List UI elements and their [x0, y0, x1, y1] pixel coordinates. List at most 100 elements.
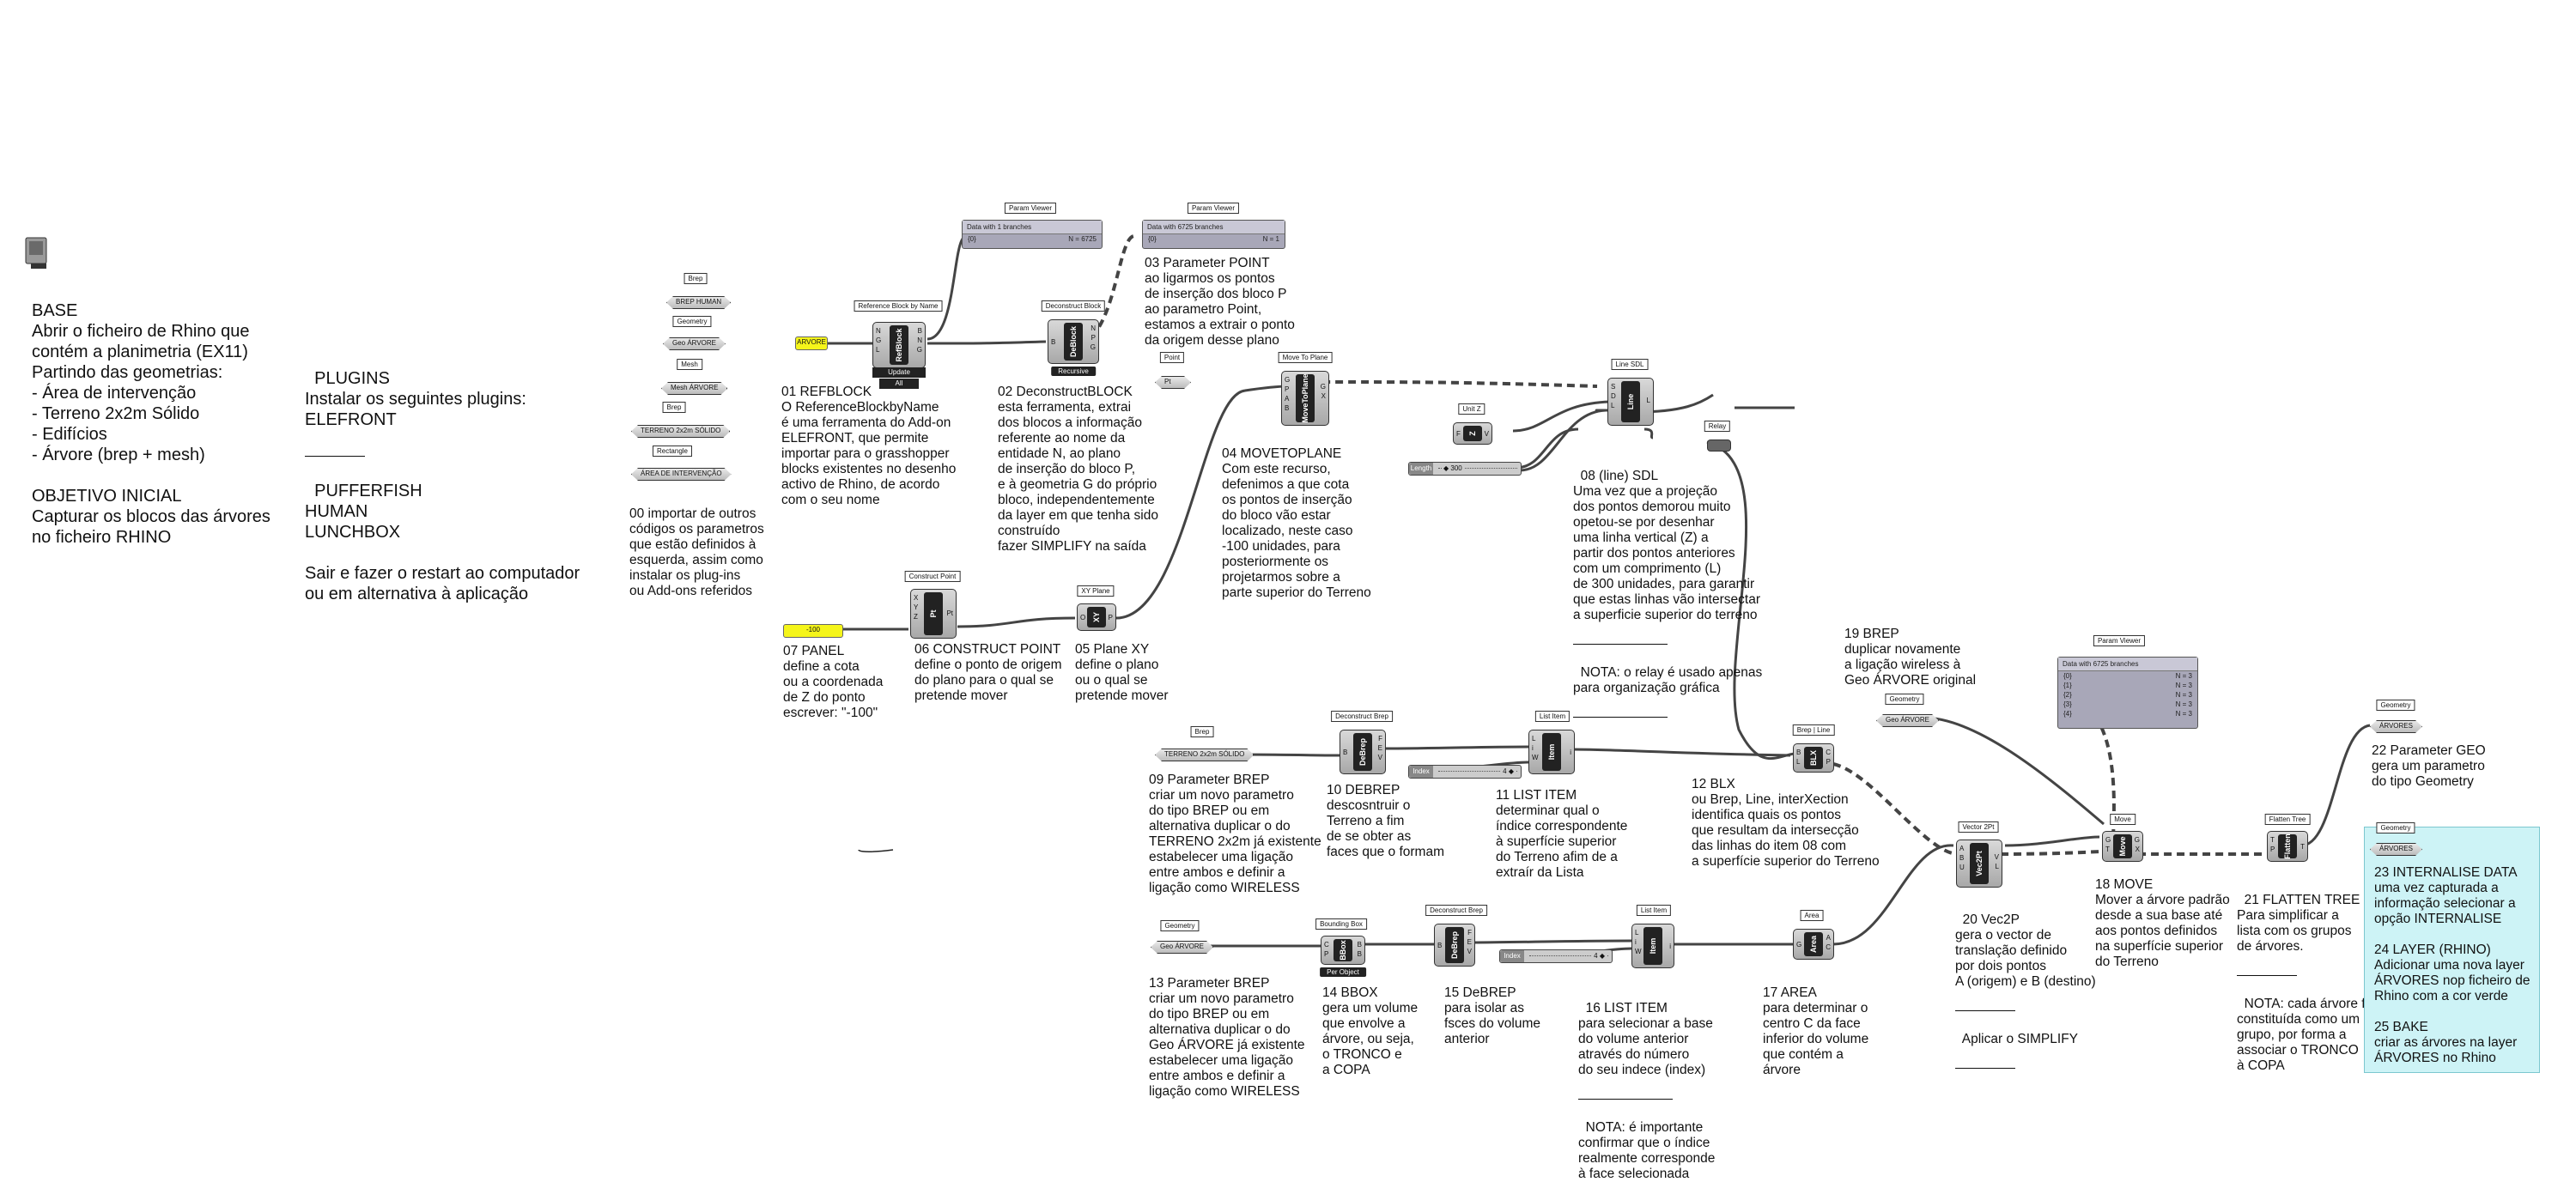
note-plugins-b: PUFFERFISH HUMAN LUNCHBOX Sair e fazer o… [305, 482, 580, 603]
geo-arvore-param-2[interactable]: Geo ÁRVORE [1876, 714, 1939, 727]
mtp-inputs: G P A B [1285, 376, 1291, 412]
relay-node[interactable] [1707, 439, 1731, 452]
refblock-update-button[interactable]: Update [872, 367, 926, 378]
bbox-inputs: C P [1324, 941, 1329, 958]
note-plugins: PLUGINS Instalar os seguintes plugins: E… [305, 348, 580, 604]
note-11: 11 LIST ITEM determinar qual o índice co… [1496, 788, 1628, 880]
deblock-outputs: N P G [1090, 324, 1096, 351]
line-core: Line [1621, 381, 1640, 422]
bounding-box-tag: Bounding Box [1315, 918, 1367, 930]
move-component[interactable]: G T Move G X [2102, 831, 2143, 862]
listitem2-core: Item [1643, 927, 1662, 965]
internalise-note-box [2364, 827, 2540, 1073]
arvores-param-2[interactable]: ÁRVORES [2370, 843, 2422, 856]
index-slider-1-label: Index [1409, 766, 1433, 778]
vec2p-component[interactable]: A B U Vec2Pt V L [1956, 840, 2002, 888]
move-to-plane-component[interactable]: G P A B MoveToPlane G X [1281, 371, 1329, 426]
refblock-all-button[interactable]: All [879, 379, 919, 389]
terreno-param[interactable]: TERRENO 2x2m SÓLIDO [631, 425, 730, 438]
note-23: 23 INTERNALISE DATA uma vez capturada a … [2374, 865, 2530, 1065]
deblock-component[interactable]: B DeBlock N P G Recursive [1048, 319, 1099, 376]
flatten-inputs: T P [2270, 836, 2275, 853]
terreno-param-2[interactable]: TERRENO 2x2m SÓLIDO [1155, 749, 1254, 761]
debrep-component-2[interactable]: B DeBrep F E V [1434, 924, 1475, 967]
viewer-3-title: Data with 6725 branches [2058, 658, 2197, 671]
rectangle-tag: Rectangle [652, 446, 693, 457]
vec2p-inputs: A B U [1959, 845, 1965, 871]
deblock-inputs: B [1051, 338, 1056, 346]
list-item-component-1[interactable]: L i W Item i [1528, 730, 1575, 774]
debrep1-core: DeBrep [1353, 733, 1372, 771]
brep-human-param[interactable]: BREP HUMAN [666, 296, 731, 309]
geometry-tag-4: Geometry [2376, 822, 2415, 833]
debrep-component-1[interactable]: B DeBrep F E V [1340, 730, 1386, 774]
wire [1472, 939, 1632, 944]
note-08: 08 (line) SDL Uma vez que a projeção dos… [1573, 453, 1762, 738]
unit-z-component[interactable]: F Z V [1453, 422, 1492, 445]
note-03: 03 Parameter POINT ao ligarmos os pontos… [1145, 256, 1295, 348]
brep-tag: Brep [683, 273, 708, 284]
mesh-arvore-param[interactable]: Mesh ÁRVORE [661, 382, 727, 395]
debrep2-nick: DeBrep [1450, 930, 1459, 960]
blx-component[interactable]: B L BLX C P [1793, 743, 1834, 773]
debrep1-nick: DeBrep [1358, 737, 1367, 767]
note-08-b: NOTA: o relay é usado apenas para organi… [1573, 665, 1763, 695]
index-slider-2-value: 4 ◆ [1592, 950, 1607, 961]
point-param[interactable]: Pt [1155, 376, 1191, 389]
list-item-tag-2: List Item [1636, 905, 1672, 916]
wire [1515, 427, 1579, 470]
refblock-component[interactable]: N G L RefBlock B N G [872, 322, 926, 368]
construct-point-component[interactable]: X Y Z Pt Pt [910, 589, 957, 639]
bbox-per-object-button[interactable]: Per Object [1320, 967, 1366, 977]
debrep2-outputs: F E V [1467, 929, 1472, 955]
note-plugins-a: PLUGINS Instalar os seguintes plugins: E… [305, 369, 526, 429]
yellow-panel-top[interactable]: ARVORE [795, 336, 828, 350]
z-panel[interactable]: -100 [783, 624, 843, 638]
flatten-outputs: T [2300, 843, 2305, 851]
list-item-component-2[interactable]: L i W Item i [1631, 924, 1674, 968]
index-slider-2-label: Index [1500, 950, 1524, 962]
wire [927, 340, 1047, 345]
index-slider-1[interactable]: Index 4 ◆ [1408, 765, 1522, 779]
param-viewer-2[interactable]: Data with 6725 branches {0}N = 1 [1142, 220, 1285, 249]
area-component[interactable]: G Area A C [1793, 929, 1834, 960]
arvores-param-1[interactable]: ÁRVORES [2370, 720, 2422, 733]
xy-plane-component[interactable]: O XY P [1077, 603, 1116, 631]
area-intervencao-param[interactable]: ÁREA DE INTERVENÇÃO [631, 468, 732, 481]
geo-arvore-param[interactable]: Geo ÁRVORE [663, 337, 726, 350]
geo-arvore-param-3[interactable]: Geo ÁRVORE [1151, 941, 1213, 954]
note-04: 04 MOVETOPLANE Com este recurso, defenim… [1222, 446, 1371, 600]
param-viewer-1[interactable]: Data with 1 branches {0}N = 6725 [962, 220, 1103, 249]
flatten-component[interactable]: T P Flatten T [2267, 831, 2308, 862]
deblock-recursive-button[interactable]: Recursive [1051, 367, 1096, 376]
note-20: 20 Vec2P gera o vector de translação def… [1955, 897, 2096, 1089]
bbox-core: BBox [1334, 939, 1352, 961]
point-tag: Point [1159, 352, 1185, 363]
index-slider-2[interactable]: Index 4 ◆ [1499, 949, 1613, 963]
wire [1512, 400, 1613, 433]
mtp-nick: MoveToPlane [1301, 373, 1309, 423]
move-to-plane-tag: Move To Plane [1278, 352, 1333, 363]
note-17: 17 AREA para determinar o centro C da fa… [1763, 985, 1869, 1077]
wire [1706, 440, 1795, 761]
wire [957, 616, 1076, 628]
length-slider[interactable]: Length ◆ 300 [1408, 462, 1522, 476]
brep-line-tag: Brep | Line [1792, 724, 1835, 736]
note-21: 21 FLATTEN TREE Para simplificar a lista… [2237, 877, 2376, 1074]
viewer-3-row: {2}N = 3 [2063, 691, 2192, 699]
index-slider-2-track [1529, 955, 1608, 956]
note-18: 18 MOVE Mover a árvore padrão desde a su… [2095, 877, 2230, 969]
xy-nick: XY [1092, 611, 1101, 623]
brep-tag-3: Brep [1190, 726, 1214, 737]
param-viewer-3[interactable]: Data with 6725 branches {0}N = 3 {1}N = … [2057, 657, 2198, 729]
refblock-tag: Reference Block by Name [854, 300, 943, 312]
flatten-core: Flatten [2278, 833, 2297, 859]
listitem1-core: Item [1542, 733, 1561, 771]
move-outputs: G X [2134, 836, 2140, 853]
bbox-component[interactable]: C P BBox B B Per Object [1320, 936, 1366, 977]
note-09: 09 Parameter BREP criar um novo parametr… [1149, 773, 1321, 895]
blx-outputs: C P [1826, 749, 1831, 766]
cp-inputs: X Y Z [914, 594, 919, 621]
length-slider-label: Length [1409, 463, 1433, 475]
line-sdl-component[interactable]: S D L Line L [1607, 378, 1654, 426]
